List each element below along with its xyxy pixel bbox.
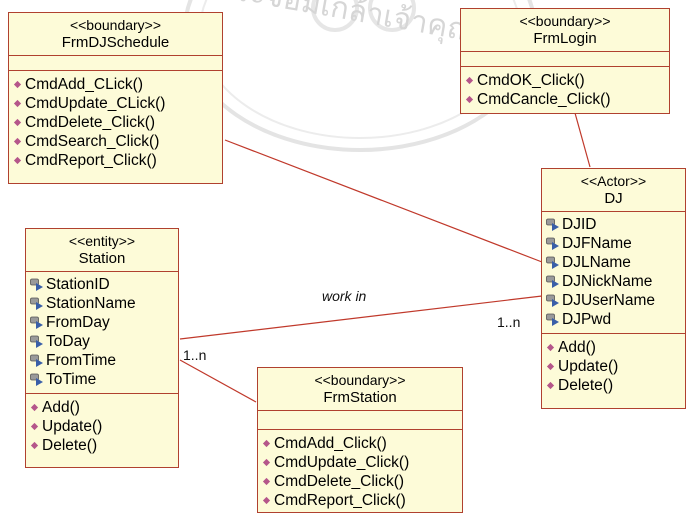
attribute-item: DJNickName [546,272,683,291]
attribute-item: DJPwd [546,310,683,329]
class-header: <<boundary>> FrmDJSchedule [9,13,222,56]
attribute-item: FromDay [30,313,176,332]
operation-compartment: CmdAdd_Click() CmdUpdate_Click() CmdDele… [258,430,462,512]
class-header: <<boundary>> FrmLogin [461,9,669,52]
class-frm-login[interactable]: <<boundary>> FrmLogin CmdOK_Click() CmdC… [460,8,670,114]
attribute-compartment: StationID StationName FromDay ToDay From… [26,272,178,394]
operation-icon [262,496,271,505]
class-header: <<boundary>> FrmStation [258,368,462,411]
attribute-icon [546,275,561,288]
operation-icon [546,381,555,390]
operation-item: CmdSearch_Click() [13,132,220,151]
class-header: <<Actor>> DJ [542,169,685,212]
association-line-schedule-dj [224,139,543,263]
attribute-item: DJFName [546,234,683,253]
operation-compartment: CmdOK_Click() CmdCancle_Click() [461,67,669,111]
class-dj[interactable]: <<Actor>> DJ DJID DJFName DJLName DJNick… [541,168,686,409]
operation-item: Add() [546,338,683,357]
attribute-icon [30,335,45,348]
stereotype: <<entity>> [68,233,136,249]
attribute-item: StationName [30,294,176,313]
operation-icon [30,422,39,431]
attribute-item: DJID [546,215,683,234]
attribute-item: DJUserName [546,291,683,310]
operation-item: Delete() [546,376,683,395]
attribute-icon [30,297,45,310]
operation-icon [262,439,271,448]
multiplicity-dj: 1..n [497,314,521,330]
operation-icon [465,76,474,85]
attribute-icon [546,237,561,250]
operation-icon [13,99,22,108]
multiplicity-station: 1..n [183,347,207,363]
operation-icon [465,95,474,104]
class-name: FrmStation [323,389,397,406]
attribute-item: DJLName [546,253,683,272]
operation-item: CmdOK_Click() [465,71,667,90]
association-line-login-dj [574,112,591,168]
attribute-icon [546,313,561,326]
association-line-station-frmstation [179,359,257,403]
operation-icon [13,118,22,127]
operation-icon [262,458,271,467]
class-name: FrmDJSchedule [61,34,170,51]
operation-icon [546,362,555,371]
operation-item: Add() [30,398,176,417]
stereotype: <<boundary>> [314,372,406,388]
attribute-icon [30,278,45,291]
operation-item: Update() [546,357,683,376]
attribute-item: FromTime [30,351,176,370]
stereotype: <<boundary>> [519,13,611,29]
operation-compartment: Add() Update() Delete() [542,334,685,397]
operation-icon [13,80,22,89]
attribute-compartment [258,411,462,430]
operation-item: CmdReport_Click() [262,491,460,510]
class-name: FrmLogin [533,30,597,47]
association-label: work in [322,288,367,304]
class-header: <<entity>> Station [26,229,178,272]
attribute-icon [546,218,561,231]
operation-icon [13,156,22,165]
stereotype: <<Actor>> [580,173,647,189]
class-station[interactable]: <<entity>> Station StationID StationName… [25,228,179,468]
attribute-icon [546,256,561,269]
operation-item: CmdDelete_Click() [13,113,220,132]
class-frm-dj-schedule[interactable]: <<boundary>> FrmDJSchedule CmdAdd_CLick(… [8,12,223,184]
operation-item: CmdUpdate_Click() [262,453,460,472]
attribute-item: ToTime [30,370,176,389]
class-frm-station[interactable]: <<boundary>> FrmStation CmdAdd_Click() C… [257,367,463,513]
operation-item: CmdCancle_Click() [465,90,667,109]
operation-item: Update() [30,417,176,436]
attribute-icon [546,294,561,307]
operation-compartment: Add() Update() Delete() [26,394,178,457]
class-name: Station [78,250,126,267]
operation-icon [30,441,39,450]
attribute-compartment: DJID DJFName DJLName DJNickName DJUserNa… [542,212,685,334]
operation-compartment: CmdAdd_CLick() CmdUpdate_CLick() CmdDele… [9,71,222,172]
stereotype: <<boundary>> [69,17,162,33]
class-name: DJ [604,190,623,207]
operation-item: CmdUpdate_CLick() [13,94,220,113]
operation-icon [546,343,555,352]
operation-item: CmdDelete_Click() [262,472,460,491]
operation-icon [13,137,22,146]
attribute-compartment [461,52,669,67]
attribute-icon [30,354,45,367]
operation-item: CmdAdd_Click() [262,434,460,453]
operation-icon [30,403,39,412]
attribute-icon [30,316,45,329]
attribute-item: ToDay [30,332,176,351]
attribute-item: StationID [30,275,176,294]
attribute-compartment [9,56,222,71]
operation-item: CmdReport_Click() [13,151,220,170]
operation-icon [262,477,271,486]
operation-item: CmdAdd_CLick() [13,75,220,94]
attribute-icon [30,373,45,386]
operation-item: Delete() [30,436,176,455]
